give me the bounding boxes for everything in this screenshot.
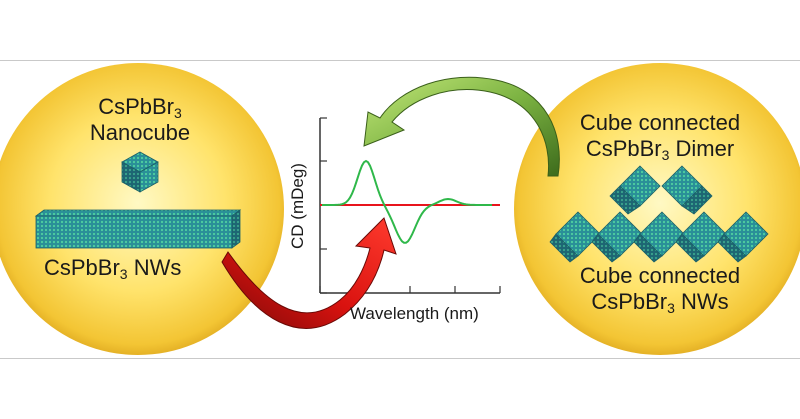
top-divider [0, 60, 800, 61]
cube-connected-nws-label: Cube connected CsPbBr3 NWs [579, 263, 741, 316]
green-arrow [363, 76, 560, 177]
chain-cube [675, 211, 727, 263]
series-cd-curve [322, 159, 492, 244]
red-arrow [221, 217, 397, 329]
dimer-icon [609, 165, 713, 215]
dimer-label: Cube connected CsPbBr3 Dimer [579, 110, 741, 163]
cube-chain-icon [549, 211, 769, 263]
x-axis-label: Wavelength (nm) [350, 304, 479, 323]
chain-cube [549, 211, 601, 263]
nanocube-icon [121, 151, 159, 193]
nanocube-label: CsPbBr3 Nanocube [89, 94, 191, 145]
chain-cube [633, 211, 685, 263]
nanowire-label: CsPbBr3 NWs [44, 255, 182, 282]
chain-cube [591, 211, 643, 263]
cd-chart [319, 117, 501, 294]
y-axis-label: CD (mDeg) [288, 163, 307, 249]
right-glow-circle [514, 63, 800, 355]
left-glow-circle [0, 63, 284, 355]
chain-cube [717, 211, 769, 263]
nanowire-icon [34, 209, 242, 249]
bottom-divider [0, 358, 800, 359]
